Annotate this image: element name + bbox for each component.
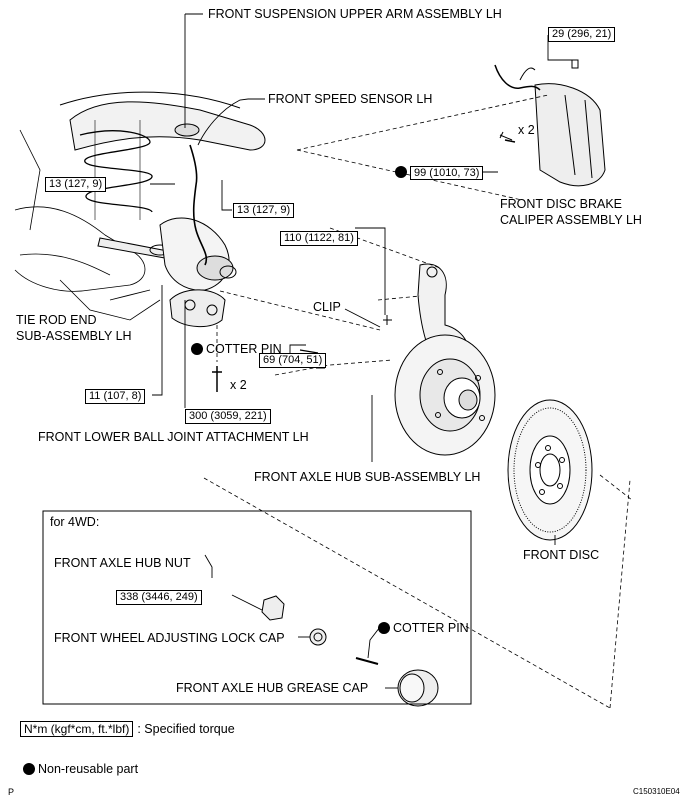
- torque-69: 69 (704, 51): [259, 353, 327, 368]
- cotter-pin-illustration: [355, 657, 379, 665]
- axle-hub-nut-illustration: [261, 595, 285, 621]
- label-cotter-pin-upper: COTTER PIN: [191, 342, 282, 356]
- leader-lines: [109, 13, 572, 689]
- torque-110: 110 (1122, 81): [280, 231, 358, 246]
- label-four-wd: for 4WD:: [50, 515, 100, 529]
- torque-99-wrap: 99 (1010, 73): [395, 165, 484, 180]
- axle-hub-illustration: [394, 334, 496, 456]
- torque-338: 338 (3446, 249): [116, 590, 202, 605]
- legend-torque-box: N*m (kgf*cm, ft.*lbf): [20, 721, 134, 737]
- label-tie-rod-2: SUB-ASSEMBLY LH: [16, 329, 132, 343]
- footer-mark: P: [8, 787, 15, 797]
- front-disc-illustration: [507, 399, 593, 541]
- legend-torque: N*m (kgf*cm, ft.*lbf): Specified torque: [20, 721, 235, 737]
- coil-spring-illustration: [79, 120, 153, 220]
- label-lower-ball-joint: FRONT LOWER BALL JOINT ATTACHMENT LH: [38, 430, 309, 444]
- label-cotter-pin-lower: COTTER PIN: [378, 621, 469, 635]
- legend-nonreusable: Non-reusable part: [23, 762, 138, 776]
- label-speed-sensor: FRONT SPEED SENSOR LH: [268, 92, 433, 106]
- torque-13b: 13 (127, 9): [233, 203, 295, 218]
- label-axle-hub-nut: FRONT AXLE HUB NUT: [54, 556, 191, 570]
- nonreusable-dot: [191, 343, 203, 355]
- label-axle-hub: FRONT AXLE HUB SUB-ASSEMBLY LH: [254, 470, 481, 484]
- torque-99: 99 (1010, 73): [410, 166, 484, 180]
- four-wd-box: [42, 510, 472, 705]
- grease-cap-illustration: [397, 669, 439, 707]
- torque-300: 300 (3059, 221): [185, 409, 271, 424]
- nonreusable-dot: [23, 763, 35, 775]
- label-upper-arm: FRONT SUSPENSION UPPER ARM ASSEMBLY LH: [208, 7, 502, 21]
- label-front-disc: FRONT DISC: [523, 548, 600, 562]
- nonreusable-dot: [395, 166, 407, 178]
- torque-29: 29 (296, 21): [548, 27, 616, 42]
- nonreusable-dot: [378, 622, 390, 634]
- label-x2-ball-joint: x 2: [230, 378, 247, 392]
- knuckle-assembled-illustration: [159, 217, 237, 291]
- label-clip: CLIP: [313, 300, 341, 314]
- label-brake-caliper-1: FRONT DISC BRAKE: [500, 197, 623, 211]
- label-grease-cap: FRONT AXLE HUB GREASE CAP: [176, 681, 369, 695]
- lock-cap-illustration: [309, 628, 327, 646]
- label-brake-caliper-2: CALIPER ASSEMBLY LH: [500, 213, 642, 227]
- label-tie-rod-1: TIE ROD END: [16, 313, 97, 327]
- label-lock-cap: FRONT WHEEL ADJUSTING LOCK CAP: [54, 631, 285, 645]
- footer-code: C150310E04: [633, 787, 680, 796]
- frame-illustration: [14, 129, 161, 321]
- lower-ball-joint-illustration: [169, 289, 226, 327]
- caliper-illustration: [494, 59, 606, 187]
- speed-sensor-cable: [189, 144, 208, 266]
- label-x2-caliper: x 2: [518, 123, 535, 137]
- torque-13a: 13 (127, 9): [45, 177, 107, 192]
- legend-torque-text: : Specified torque: [137, 722, 235, 736]
- upper-arm-illustration: [59, 91, 266, 151]
- torque-11: 11 (107, 8): [85, 389, 146, 404]
